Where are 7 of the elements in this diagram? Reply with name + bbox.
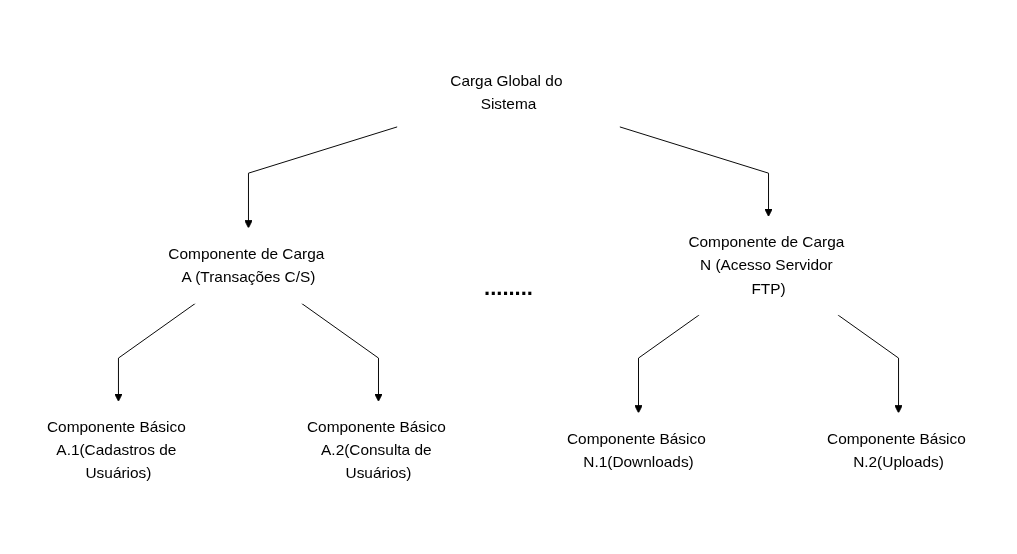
node-text: Carga Global do Sistema	[450, 71, 563, 112]
node-text: Componente Básico A.2(Consulta de Usuários)	[306, 418, 446, 482]
node-text: Componente Básico N.1(Downloads)	[566, 430, 706, 470]
node-text: Componente de Carga A (Transações C/S)	[168, 245, 325, 285]
node-text: Componente Básico A.1(Cadastros de Usuários)	[46, 418, 186, 482]
node-text: Componente Básico N.2(Uploads)	[827, 430, 966, 470]
node-text: Componente de Carga N (Acesso Servidor FTP)	[688, 233, 845, 297]
